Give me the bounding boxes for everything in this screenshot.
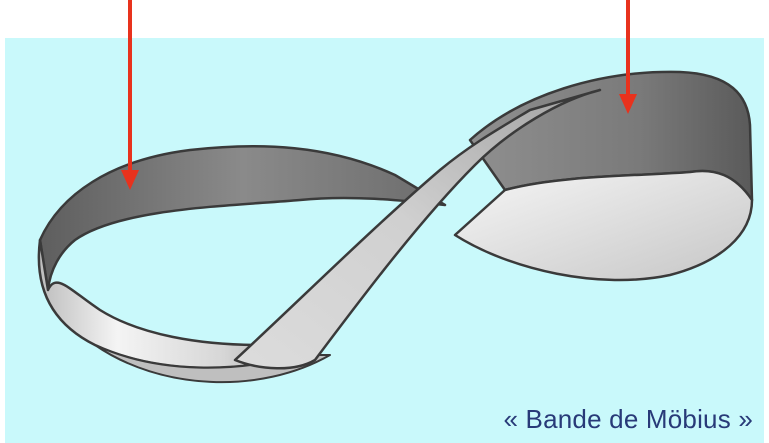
figure-caption: « Bande de Möbius »	[503, 404, 753, 435]
